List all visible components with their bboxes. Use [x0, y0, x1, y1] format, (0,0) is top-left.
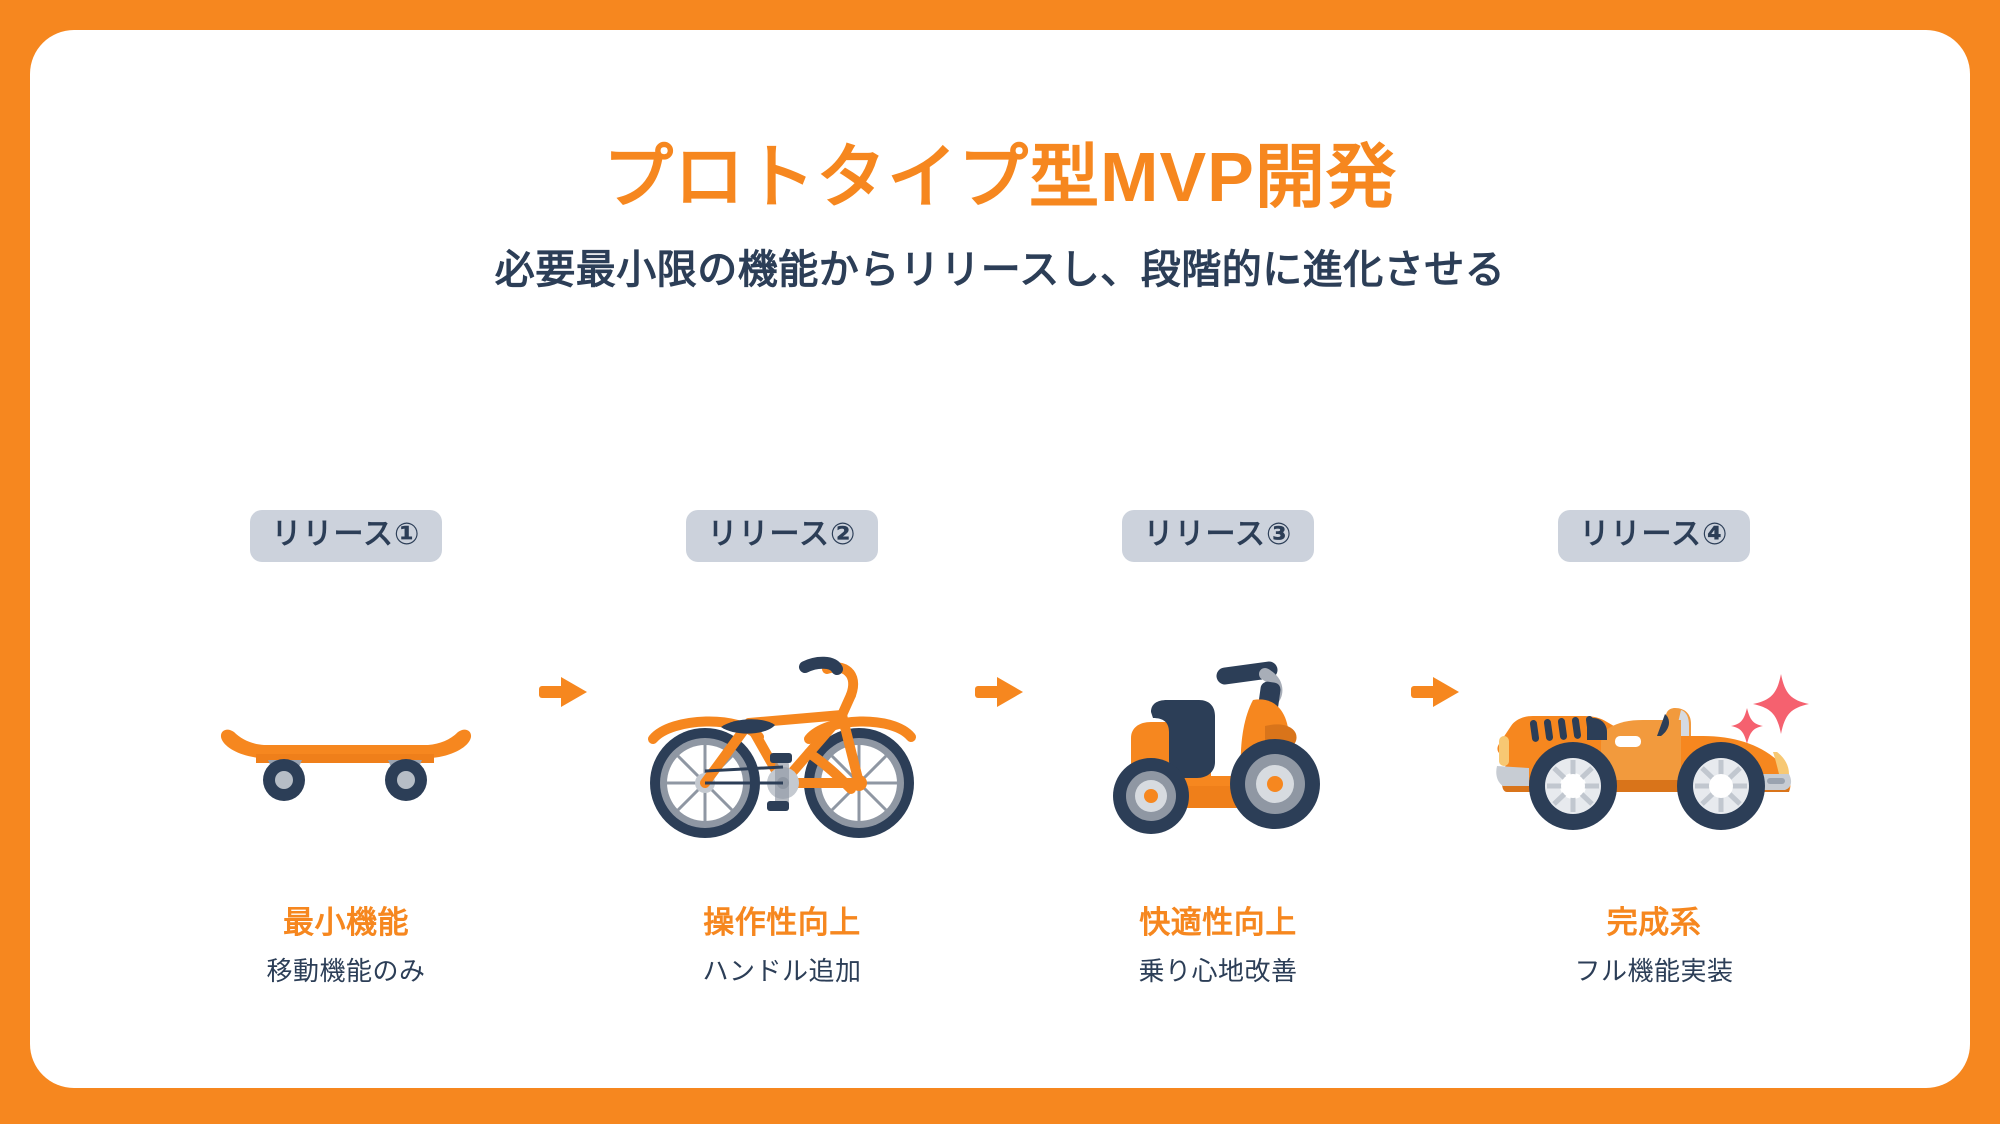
stage-3: リリース③ — [1048, 510, 1388, 987]
arrow-3-cell — [1388, 510, 1484, 1010]
content-card: プロトタイプ型MVP開発 必要最小限の機能からリリースし、段階的に進化させる リ… — [30, 30, 1970, 1088]
sparkle-icon — [1731, 673, 1809, 744]
skateboard-icon — [176, 618, 516, 878]
arrow-right-icon — [539, 677, 587, 707]
page-subtitle: 必要最小限の機能からリリースし、段階的に進化させる — [494, 247, 1506, 292]
arrow-right-icon — [1411, 677, 1459, 707]
stage-3-badge: リリース③ — [1121, 510, 1315, 562]
stage-2: リリース② — [612, 510, 952, 987]
stage-3-caption: 快適性向上 乗り心地改善 — [1138, 904, 1297, 987]
stage-2-title: 操作性向上 — [703, 905, 861, 940]
stage-1-subtitle: 移動機能のみ — [266, 955, 426, 986]
stage-3-title: 快適性向上 — [1139, 905, 1297, 940]
stage-2-caption: 操作性向上 ハンドル追加 — [702, 904, 861, 987]
stage-4-subtitle: フル機能実装 — [1574, 955, 1734, 986]
stage-1-badge: リリース① — [249, 510, 443, 562]
arrow-right-icon — [975, 677, 1023, 707]
stage-2-subtitle: ハンドル追加 — [702, 955, 862, 986]
arrow-2-cell — [952, 510, 1048, 1010]
heading-block: プロトタイプ型MVP開発 必要最小限の機能からリリースし、段階的に進化させる — [30, 138, 1970, 292]
stage-4-title: 完成系 — [1606, 905, 1702, 940]
page-title: プロトタイプ型MVP開発 — [603, 138, 1397, 216]
convertible-car-icon — [1484, 618, 1824, 878]
stage-row: リリース① — [90, 510, 1910, 1010]
stage-4-badge: リリース④ — [1557, 510, 1751, 562]
stage-4-caption: 完成系 フル機能実装 — [1574, 904, 1733, 987]
stage-1-title: 最小機能 — [282, 905, 409, 940]
stage-1: リリース① — [176, 510, 516, 987]
stage-3-subtitle: 乗り心地改善 — [1138, 955, 1298, 986]
stage-1-caption: 最小機能 移動機能のみ — [266, 904, 425, 987]
arrow-1-cell — [516, 510, 612, 1010]
bicycle-icon — [612, 618, 952, 878]
scooter-icon — [1048, 618, 1388, 878]
stage-4: リリース④ — [1484, 510, 1824, 987]
stage-2-badge: リリース② — [685, 510, 879, 562]
